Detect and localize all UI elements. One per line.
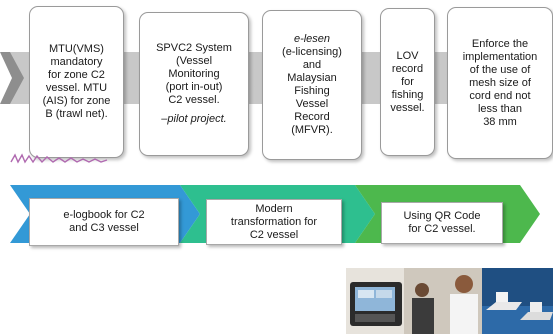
decorative-squiggle [10, 153, 108, 164]
box-line: MTU(VMS) [48, 43, 104, 55]
step-line: C2 vessel [249, 228, 299, 241]
box-line: Monitoring [168, 68, 220, 80]
handheld-device-image [350, 282, 402, 326]
box-line: implementation [462, 50, 538, 63]
box-line: 38 mm [483, 115, 517, 128]
pilot-note: –pilot project. [161, 113, 227, 125]
box-line: cord end not [469, 89, 531, 102]
box-line: mesh size of [469, 76, 531, 89]
box-line: Enforce the [471, 37, 529, 50]
box-line-italic: e-lesen [293, 33, 331, 45]
step-line: Using QR Code [403, 210, 481, 222]
photo-collage [346, 268, 553, 334]
box-line: (e-licensing) [282, 46, 342, 58]
box-line: (MFVR). [291, 124, 333, 136]
box-line: less than [477, 102, 523, 115]
step-box-spvc2: SPVC2 System (Vessel Monitoring (port in… [139, 12, 249, 156]
box-line: B (trawl net). [45, 108, 108, 120]
box-line: LOV [396, 49, 419, 62]
box-line: SPVC2 System [156, 42, 232, 54]
step-line: e-logbook for C2 [63, 209, 145, 221]
step-qr-code: Using QR Code for C2 vessel. [381, 202, 503, 244]
step-line: and C3 vessel [69, 222, 139, 234]
box-line: Record [294, 111, 330, 123]
box-line: Malaysian [287, 72, 337, 84]
box-line: vessel. MTU [45, 82, 108, 94]
step-box-mesh-size: Enforce the implementation of the use of… [447, 7, 553, 159]
box-line: vessel. [390, 101, 425, 114]
box-line: record [391, 62, 424, 75]
box-line: Vessel [295, 98, 329, 110]
box-line: (Vessel [175, 55, 213, 67]
box-line: fishing [391, 88, 424, 101]
box-line: Fishing [294, 85, 330, 97]
step-line: Modern [255, 202, 293, 215]
box-line: (port in-out) [165, 81, 223, 93]
step-box-mtu-vms: MTU(VMS) mandatory for zone C2 vessel. M… [29, 6, 124, 158]
box-line: C2 vessel. [168, 94, 220, 106]
step-e-logbook: e-logbook for C2 and C3 vessel [29, 198, 179, 246]
step-line: transformation for [230, 215, 318, 228]
step-box-lov: LOV record for fishing vessel. [380, 8, 435, 156]
box-line: (AIS) for zone [42, 95, 111, 107]
box-line: for [401, 75, 414, 88]
box-line: and [302, 59, 322, 71]
box-line: mandatory [50, 56, 103, 68]
step-box-e-lesen: e-lesen (e-licensing) and Malaysian Fish… [262, 10, 362, 160]
box-line: of the use of [469, 63, 531, 76]
box-line: for zone C2 [48, 69, 105, 81]
people-photo [404, 268, 482, 334]
step-line: for C2 vessel. [408, 223, 476, 235]
boats-photo [482, 268, 553, 334]
step-modern-transformation: Modern transformation for C2 vessel [206, 199, 342, 245]
